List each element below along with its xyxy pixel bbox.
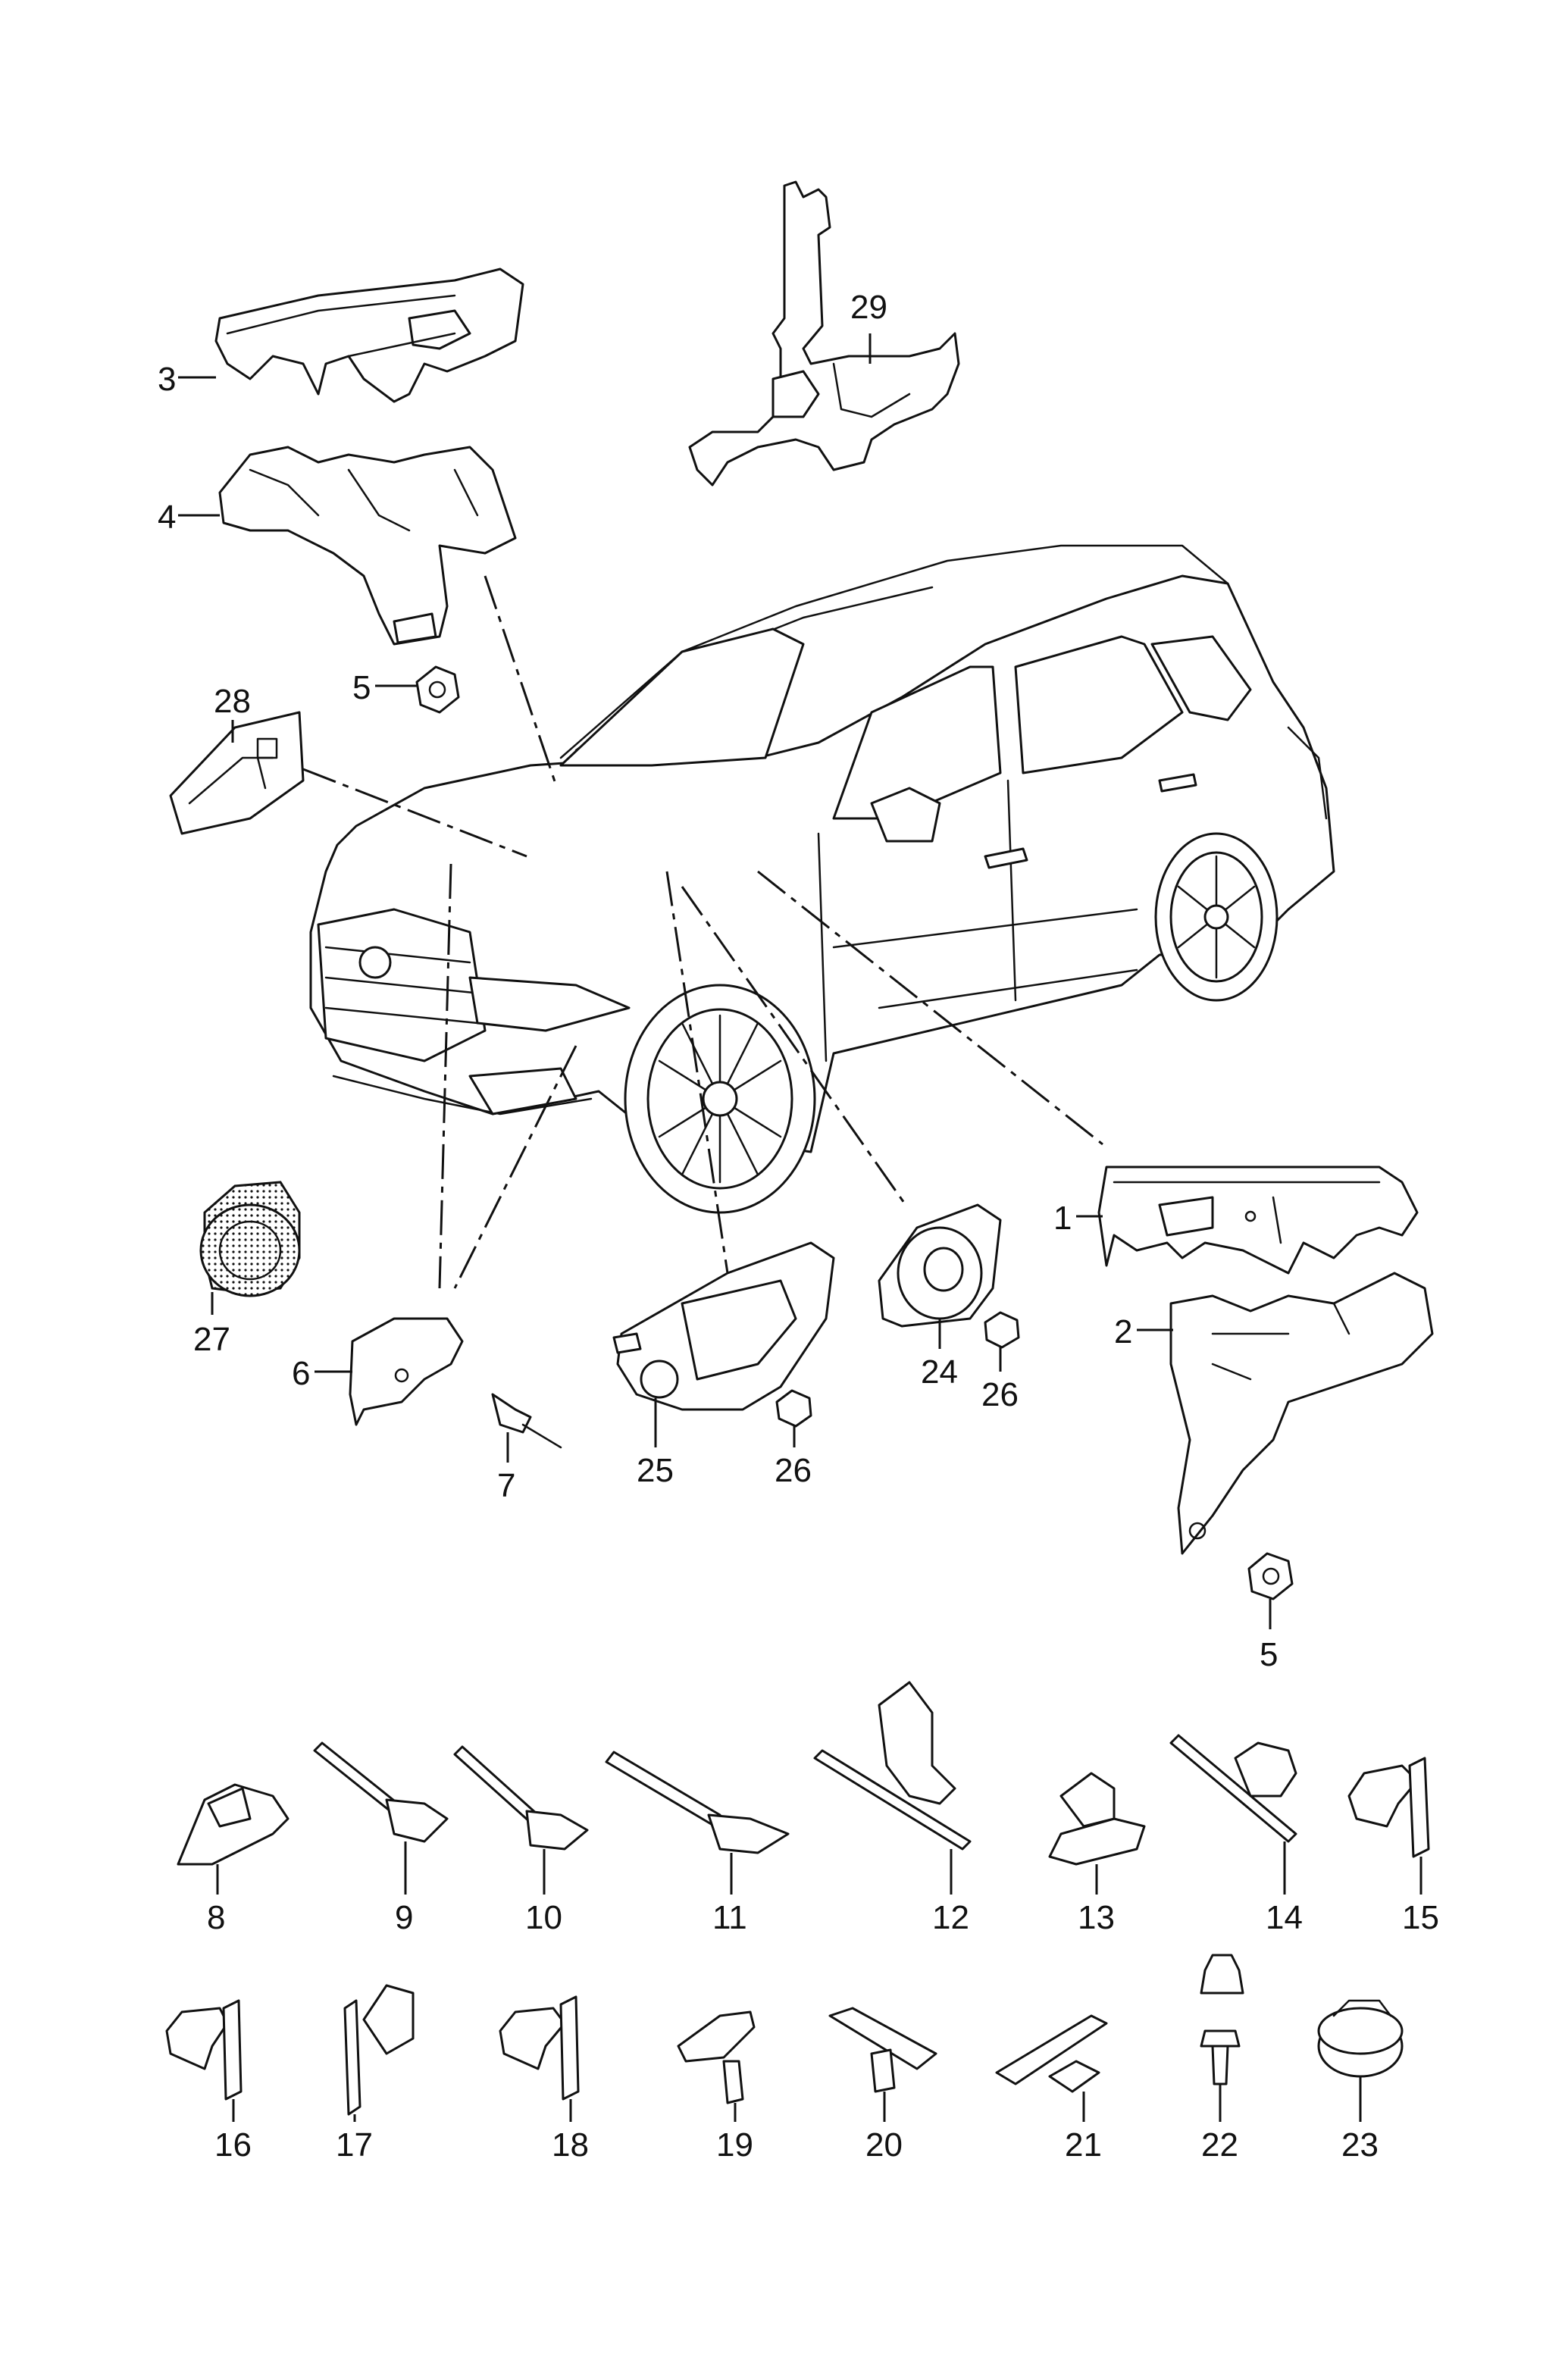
callout-18: 18 <box>552 2126 589 2164</box>
callout-numbers: 3 4 5 29 28 1 2 5 27 6 7 25 26 24 26 8 9… <box>158 289 1439 2164</box>
part-1-bracket <box>1097 1166 1419 1275</box>
part-18-clip <box>499 1995 580 2101</box>
part-6-bracket <box>349 1317 464 1426</box>
callout-14: 14 <box>1266 1899 1303 1936</box>
callout-10: 10 <box>525 1899 562 1936</box>
callout-8: 8 <box>207 1899 225 1936</box>
part-25-speaker-frame <box>612 1241 835 1411</box>
part-11-cable-tie <box>605 1751 790 1854</box>
callout-24: 24 <box>921 1353 958 1391</box>
part-10-cable-tie <box>453 1745 589 1851</box>
callout-26-left: 26 <box>775 1452 812 1489</box>
part-14-cable-tie-clamp <box>1169 1734 1297 1843</box>
part-3-bracket <box>214 268 524 403</box>
callout-15: 15 <box>1402 1899 1439 1936</box>
callout-5-top: 5 <box>352 669 371 706</box>
part-12-cable-tie-clamp <box>813 1681 972 1851</box>
callout-3: 3 <box>158 361 176 398</box>
callout-28: 28 <box>214 683 251 720</box>
part-15-clip <box>1347 1757 1430 1858</box>
part-17-clip <box>343 1984 415 2116</box>
part-7-rivet <box>491 1393 562 1449</box>
vehicle-illustration <box>309 544 1335 1214</box>
part-16-clip <box>165 1999 243 2101</box>
assembly-leaders <box>302 575 1103 1289</box>
part-21-clip <box>995 2014 1108 2093</box>
part-26-nut-right <box>984 1311 1020 1349</box>
part-8-clip <box>177 1783 290 1866</box>
callout-25: 25 <box>637 1452 674 1489</box>
callout-12: 12 <box>932 1899 969 1936</box>
part-20-clip <box>828 2007 937 2093</box>
part-22-bolt-and-nut <box>1200 1954 1244 2085</box>
part-27-horn <box>199 1181 301 1297</box>
part-4-bracket <box>218 446 517 646</box>
part-9-cable-tie <box>313 1741 449 1843</box>
callout-7: 7 <box>497 1467 515 1504</box>
callout-leaders <box>178 333 1422 2122</box>
part-24-speaker <box>878 1203 1002 1328</box>
part-29-bracket <box>688 180 960 487</box>
callout-5-bottom: 5 <box>1260 1636 1278 1673</box>
callout-16: 16 <box>214 2126 252 2164</box>
callout-26-right: 26 <box>981 1376 1019 1413</box>
callout-20: 20 <box>865 2126 903 2164</box>
part-28-label <box>169 711 305 835</box>
part-5-nut-top <box>415 665 460 714</box>
part-23-clip <box>1317 1999 1404 2078</box>
callout-23: 23 <box>1341 2126 1379 2164</box>
callout-4: 4 <box>158 499 176 536</box>
callout-13: 13 <box>1078 1899 1115 1936</box>
part-2-bracket <box>1169 1272 1434 1555</box>
part-5-nut-bottom <box>1247 1552 1294 1600</box>
callout-6: 6 <box>292 1355 310 1392</box>
callout-1: 1 <box>1053 1200 1072 1237</box>
part-26-nut-left <box>775 1389 812 1428</box>
callout-21: 21 <box>1065 2126 1102 2164</box>
callout-22: 22 <box>1201 2126 1238 2164</box>
callout-2: 2 <box>1114 1313 1132 1350</box>
part-13-clip <box>1048 1772 1146 1866</box>
callout-27: 27 <box>193 1321 230 1358</box>
part-19-clip <box>677 2010 756 2104</box>
callout-19: 19 <box>716 2126 753 2164</box>
callout-17: 17 <box>336 2126 373 2164</box>
callout-11: 11 <box>712 1899 747 1936</box>
callout-9: 9 <box>395 1899 413 1936</box>
callout-29: 29 <box>850 289 887 326</box>
